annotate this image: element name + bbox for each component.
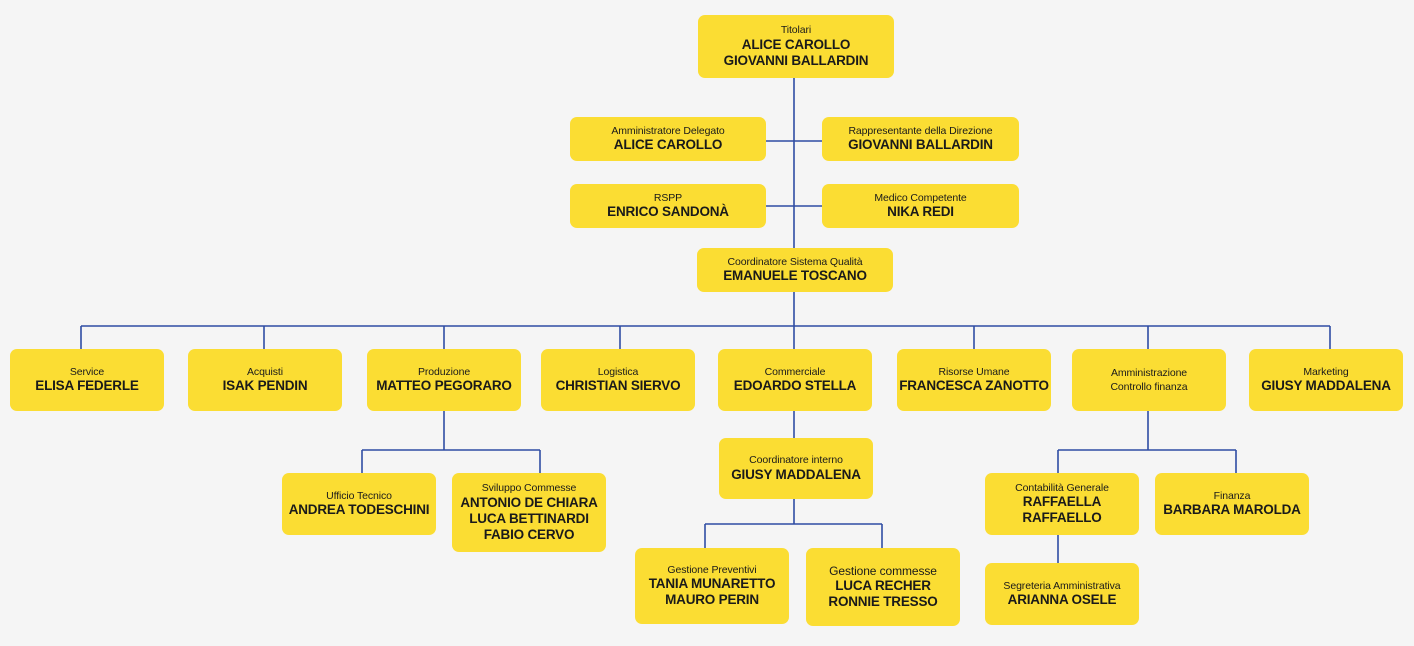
box-finanza: Finanza BARBARA MAROLDA [1155,473,1309,535]
role-label: Segreteria Amministrativa [1003,579,1121,592]
box-ufficio-tecnico: Ufficio Tecnico ANDREA TODESCHINI [282,473,436,535]
box-coordinatore-interno: Coordinatore interno GIUSY MADDALENA [719,438,873,499]
role-label: Titolari [780,24,812,37]
box-rappresentante-direzione: Rappresentante della Direzione GIOVANNI … [822,117,1019,161]
role-label: Acquisti [247,365,283,378]
box-contabilita-generale: Contabilità Generale RAFFAELLA RAFFAELLO [985,473,1139,535]
box-rspp: RSPP ENRICO SANDONÀ [570,184,766,228]
person-name: MAURO PERIN [665,592,759,608]
box-commerciale: Commerciale EDOARDO STELLA [718,349,872,411]
person-name: ALICE CAROLLO [613,137,723,153]
box-risorse-umane: Risorse Umane FRANCESCA ZANOTTO [897,349,1051,411]
role-label: Gestione commesse [829,563,937,578]
person-name: ENRICO SANDONÀ [607,204,729,220]
box-marketing: Marketing GIUSY MADDALENA [1249,349,1403,411]
box-sviluppo-commesse: Sviluppo Commesse ANTONIO DE CHIARA LUCA… [452,473,606,552]
person-name: NIKA REDI [887,204,954,220]
person-name: MATTEO PEGORARO [376,378,512,394]
role-label: Contabilità Generale [1015,481,1109,494]
person-name: ALICE CAROLLO [741,36,851,52]
box-amministrazione: Amministrazione Controllo finanza [1072,349,1226,411]
role-label: Gestione Preventivi [667,563,757,576]
box-medico-competente: Medico Competente NIKA REDI [822,184,1019,228]
role-label: Rappresentante della Direzione [848,124,993,137]
person-name: TANIA MUNARETTO [648,576,776,592]
person-name: FABIO CERVO [483,526,575,542]
role-label: Coordinatore Sistema Qualità [727,255,863,268]
person-name: GIOVANNI BALLARDIN [848,137,993,153]
person-name: ISAK PENDIN [222,378,308,394]
person-name: GIUSY MADDALENA [1261,378,1391,394]
person-name: GIUSY MADDALENA [731,466,861,482]
person-name: ELISA FEDERLE [35,378,139,394]
box-logistica: Logistica CHRISTIAN SIERVO [541,349,695,411]
role-label: Finanza [1213,489,1251,502]
box-produzione: Produzione MATTEO PEGORARO [367,349,521,411]
role-label: Amministratore Delegato [611,124,725,137]
role-label: Produzione [417,365,471,378]
role-label: Logistica [597,365,639,378]
role-label: Sviluppo Commesse [481,481,577,494]
role-label: Risorse Umane [938,365,1010,378]
box-acquisti: Acquisti ISAK PENDIN [188,349,342,411]
role-label: Marketing [1303,365,1349,378]
person-name: GIOVANNI BALLARDIN [723,52,869,68]
person-name: LUCA BETTINARDI [469,510,589,526]
person-name: BARBARA MAROLDA [1163,502,1301,518]
box-gestione-preventivi: Gestione Preventivi TANIA MUNARETTO MAUR… [635,548,789,624]
box-coordinatore-qualita: Coordinatore Sistema Qualità EMANUELE TO… [697,248,893,292]
box-amministratore-delegato: Amministratore Delegato ALICE CAROLLO [570,117,766,161]
person-name: RAFFAELLA RAFFAELLO [1022,494,1102,526]
person-name: LUCA RECHER [835,578,931,593]
box-service: Service ELISA FEDERLE [10,349,164,411]
person-name: RONNIE TRESSO [828,594,938,610]
box-segreteria-amministrativa: Segreteria Amministrativa ARIANNA OSELE [985,563,1139,625]
person-name: FRANCESCA ZANOTTO [899,378,1049,394]
person-name: EDOARDO STELLA [733,378,857,394]
role-label: RSPP [653,191,683,204]
person-name: ARIANNA OSELE [1007,592,1117,608]
box-titolari: Titolari ALICE CAROLLO GIOVANNI BALLARDI… [698,15,894,78]
person-name: EMANUELE TOSCANO [723,268,867,284]
role-label: Ufficio Tecnico [326,489,392,502]
box-gestione-commesse: Gestione commesse LUCA RECHER RONNIE TRE… [806,548,960,626]
person-name: ANDREA TODESCHINI [288,502,430,518]
person-name: ANTONIO DE CHIARA [460,494,598,510]
person-name: CHRISTIAN SIERVO [555,378,681,394]
role-label: Medico Competente [874,191,967,204]
role-label: Service [69,365,105,378]
role-label: Coordinatore interno [749,454,843,467]
role-label: Commerciale [764,365,826,378]
role-label: Amministrazione Controllo finanza [1110,366,1188,393]
